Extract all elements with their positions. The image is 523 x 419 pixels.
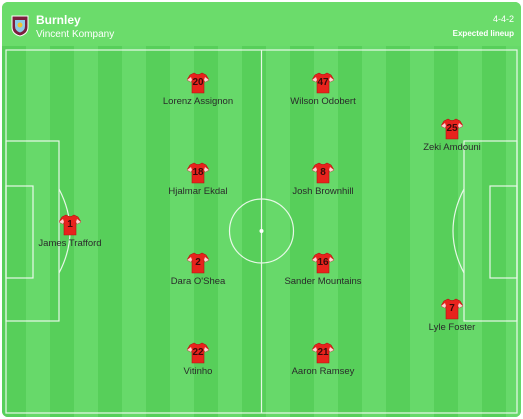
shirt-icon: 22 (187, 342, 209, 364)
shirt-number: 25 (446, 123, 458, 134)
player-name: Zeki Amdouni (423, 142, 481, 153)
shirt-number: 21 (317, 347, 329, 358)
player-name: James Trafford (38, 238, 102, 249)
shirt-number: 47 (317, 77, 329, 88)
shirt-icon: 20 (187, 72, 209, 94)
formation-label: 4-4-2 (492, 14, 514, 24)
shirt-number: 16 (317, 257, 329, 268)
player-name: Lorenz Assignon (162, 96, 234, 107)
manager-name: Vincent Kompany (36, 29, 115, 40)
player-name: Lyle Foster (428, 322, 476, 333)
player-name: Aaron Ramsey (291, 366, 355, 377)
lineup-type-label: Expected lineup (452, 29, 514, 38)
player-name: Sander Mountains (284, 276, 362, 287)
shirt-number: 20 (192, 77, 204, 88)
player-name: Vitinho (183, 366, 213, 377)
shirt-icon: 7 (441, 298, 463, 320)
shirt-icon: 21 (312, 342, 334, 364)
burnley-crest-icon (11, 15, 29, 37)
player-name: Josh Brownhill (292, 186, 354, 197)
lineup-header: Burnley Vincent Kompany 4-4-2 Expected l… (2, 2, 521, 46)
shirt-number: 22 (192, 347, 204, 358)
shirt-number: 18 (192, 167, 204, 178)
shirt-icon: 16 (312, 252, 334, 274)
team-name: Burnley (36, 13, 81, 27)
shirt-number: 1 (67, 219, 73, 230)
shirt-icon: 18 (187, 162, 209, 184)
player-name: Dara O'Shea (170, 276, 226, 287)
shirt-icon: 25 (441, 118, 463, 140)
shirt-icon: 2 (187, 252, 209, 274)
shirt-number: 7 (449, 303, 455, 314)
player-name: Hjalmar Ekdal (168, 186, 228, 197)
shirt-icon: 8 (312, 162, 334, 184)
pitch-markings (5, 49, 518, 414)
shirt-number: 8 (320, 167, 326, 178)
shirt-icon: 1 (59, 214, 81, 236)
shirt-number: 2 (195, 257, 201, 268)
shirt-icon: 47 (312, 72, 334, 94)
player-name: Wilson Odobert (290, 96, 356, 107)
